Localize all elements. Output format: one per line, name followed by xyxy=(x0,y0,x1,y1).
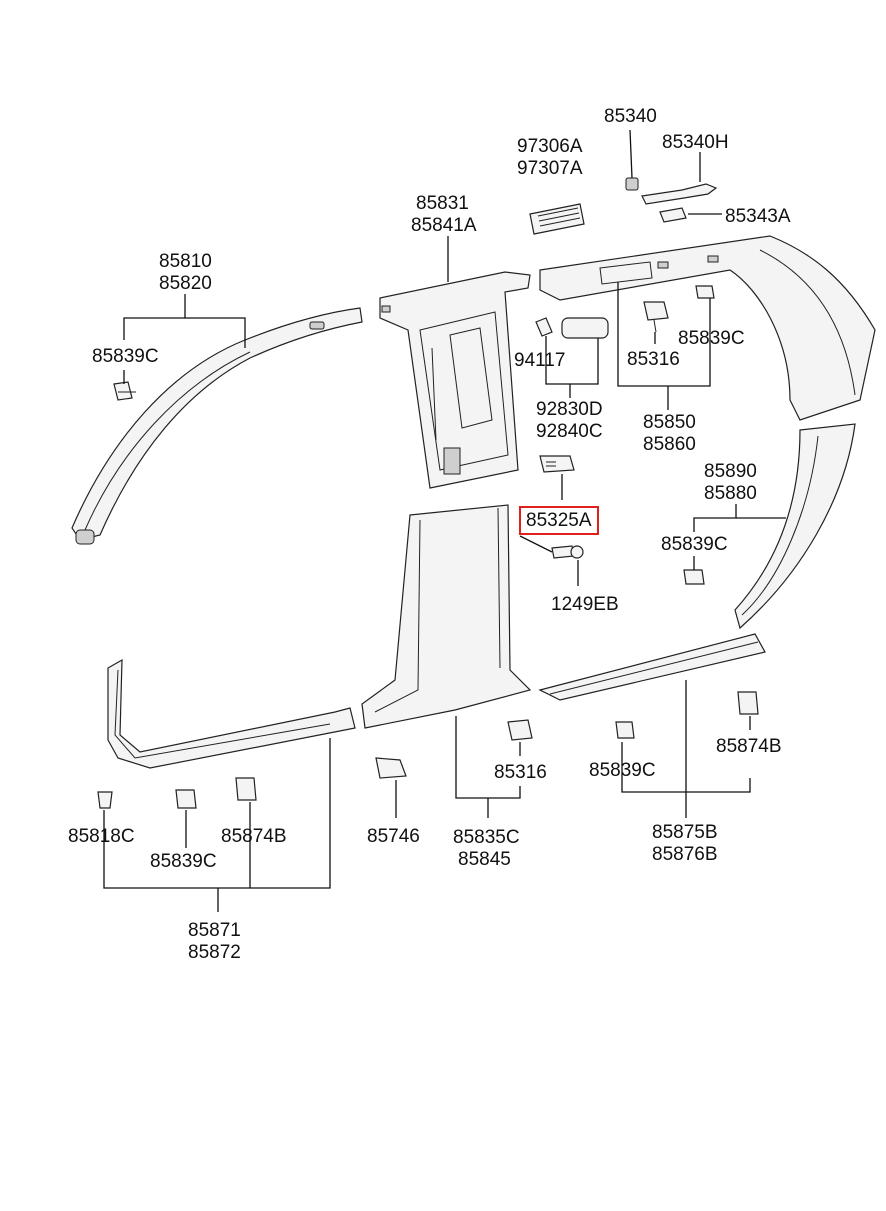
label-85850[interactable]: 85850 xyxy=(643,412,696,433)
label-85820[interactable]: 85820 xyxy=(159,273,212,294)
label-97306a[interactable]: 97306A xyxy=(517,136,583,157)
nut-85874b-rear[interactable] xyxy=(737,691,759,715)
label-85340h[interactable]: 85340H xyxy=(662,132,729,153)
nut-85874b-front[interactable] xyxy=(235,777,257,801)
clip-85746[interactable] xyxy=(375,757,407,779)
label-85875b[interactable]: 85875B xyxy=(652,822,718,843)
front-door-scuff[interactable] xyxy=(107,658,356,769)
label-85831[interactable]: 85831 xyxy=(416,193,469,214)
leader-lines xyxy=(103,129,786,912)
fastener-85325a[interactable] xyxy=(539,455,575,473)
clip-85839c-upper[interactable] xyxy=(695,285,715,299)
label-85872[interactable]: 85872 xyxy=(188,942,241,963)
label-85874b-b[interactable]: 85874B xyxy=(221,826,287,847)
clip-85839c-quarter[interactable] xyxy=(683,569,705,585)
label-85316-b[interactable]: 85316 xyxy=(494,762,547,783)
label-85839c-a[interactable]: 85839C xyxy=(92,346,159,367)
lamp-lens-92830d[interactable] xyxy=(561,317,609,339)
rear-quarter-trim[interactable] xyxy=(734,423,856,630)
label-85845[interactable]: 85845 xyxy=(458,849,511,870)
label-97307a[interactable]: 97307A xyxy=(517,158,583,179)
clip-85343a[interactable] xyxy=(659,207,687,223)
rear-door-scuff[interactable] xyxy=(538,633,766,701)
rear-upper-side-trim[interactable] xyxy=(539,235,876,421)
label-85810[interactable]: 85810 xyxy=(159,251,212,272)
label-85839c-d[interactable]: 85839C xyxy=(589,760,656,781)
label-85880[interactable]: 85880 xyxy=(704,483,757,504)
clip-85839c-rear[interactable] xyxy=(615,721,635,739)
b-pillar-upper-trim[interactable] xyxy=(379,271,531,489)
bulb-94117[interactable] xyxy=(535,317,553,337)
label-85876b[interactable]: 85876B xyxy=(652,844,718,865)
label-85340[interactable]: 85340 xyxy=(604,106,657,127)
assist-handle[interactable] xyxy=(625,177,718,205)
a-pillar-trim[interactable] xyxy=(71,307,363,545)
label-85860[interactable]: 85860 xyxy=(643,434,696,455)
label-92840c[interactable]: 92840C xyxy=(536,421,603,442)
label-85316-a[interactable]: 85316 xyxy=(627,349,680,370)
label-85835c[interactable]: 85835C xyxy=(453,827,520,848)
label-92830d[interactable]: 92830D xyxy=(536,399,603,420)
label-85746[interactable]: 85746 xyxy=(367,826,420,847)
label-85890[interactable]: 85890 xyxy=(704,461,757,482)
label-94117[interactable]: 94117 xyxy=(514,350,566,371)
label-1249eb[interactable]: 1249EB xyxy=(551,594,619,615)
b-pillar-lower-trim[interactable] xyxy=(361,504,532,729)
label-85874b-a[interactable]: 85874B xyxy=(716,736,782,757)
fastener-85316-lower[interactable] xyxy=(507,719,533,741)
clip-85839c-a-pillar[interactable] xyxy=(113,381,136,401)
label-85841a[interactable]: 85841A xyxy=(411,215,477,236)
label-85325a-highlighted[interactable]: 85325A xyxy=(519,506,599,535)
screw-1249eb[interactable] xyxy=(551,545,584,559)
label-85839c-e[interactable]: 85839C xyxy=(150,851,217,872)
label-85818c[interactable]: 85818C xyxy=(68,826,135,847)
fastener-85316-upper[interactable] xyxy=(643,301,669,333)
vent-grille[interactable] xyxy=(529,203,585,235)
clip-85818c[interactable] xyxy=(97,791,113,809)
clip-85839c-front[interactable] xyxy=(175,789,197,809)
label-85839c-c[interactable]: 85839C xyxy=(661,534,728,555)
label-85343a[interactable]: 85343A xyxy=(725,206,791,227)
label-85839c-b[interactable]: 85839C xyxy=(678,328,745,349)
label-85871[interactable]: 85871 xyxy=(188,920,241,941)
